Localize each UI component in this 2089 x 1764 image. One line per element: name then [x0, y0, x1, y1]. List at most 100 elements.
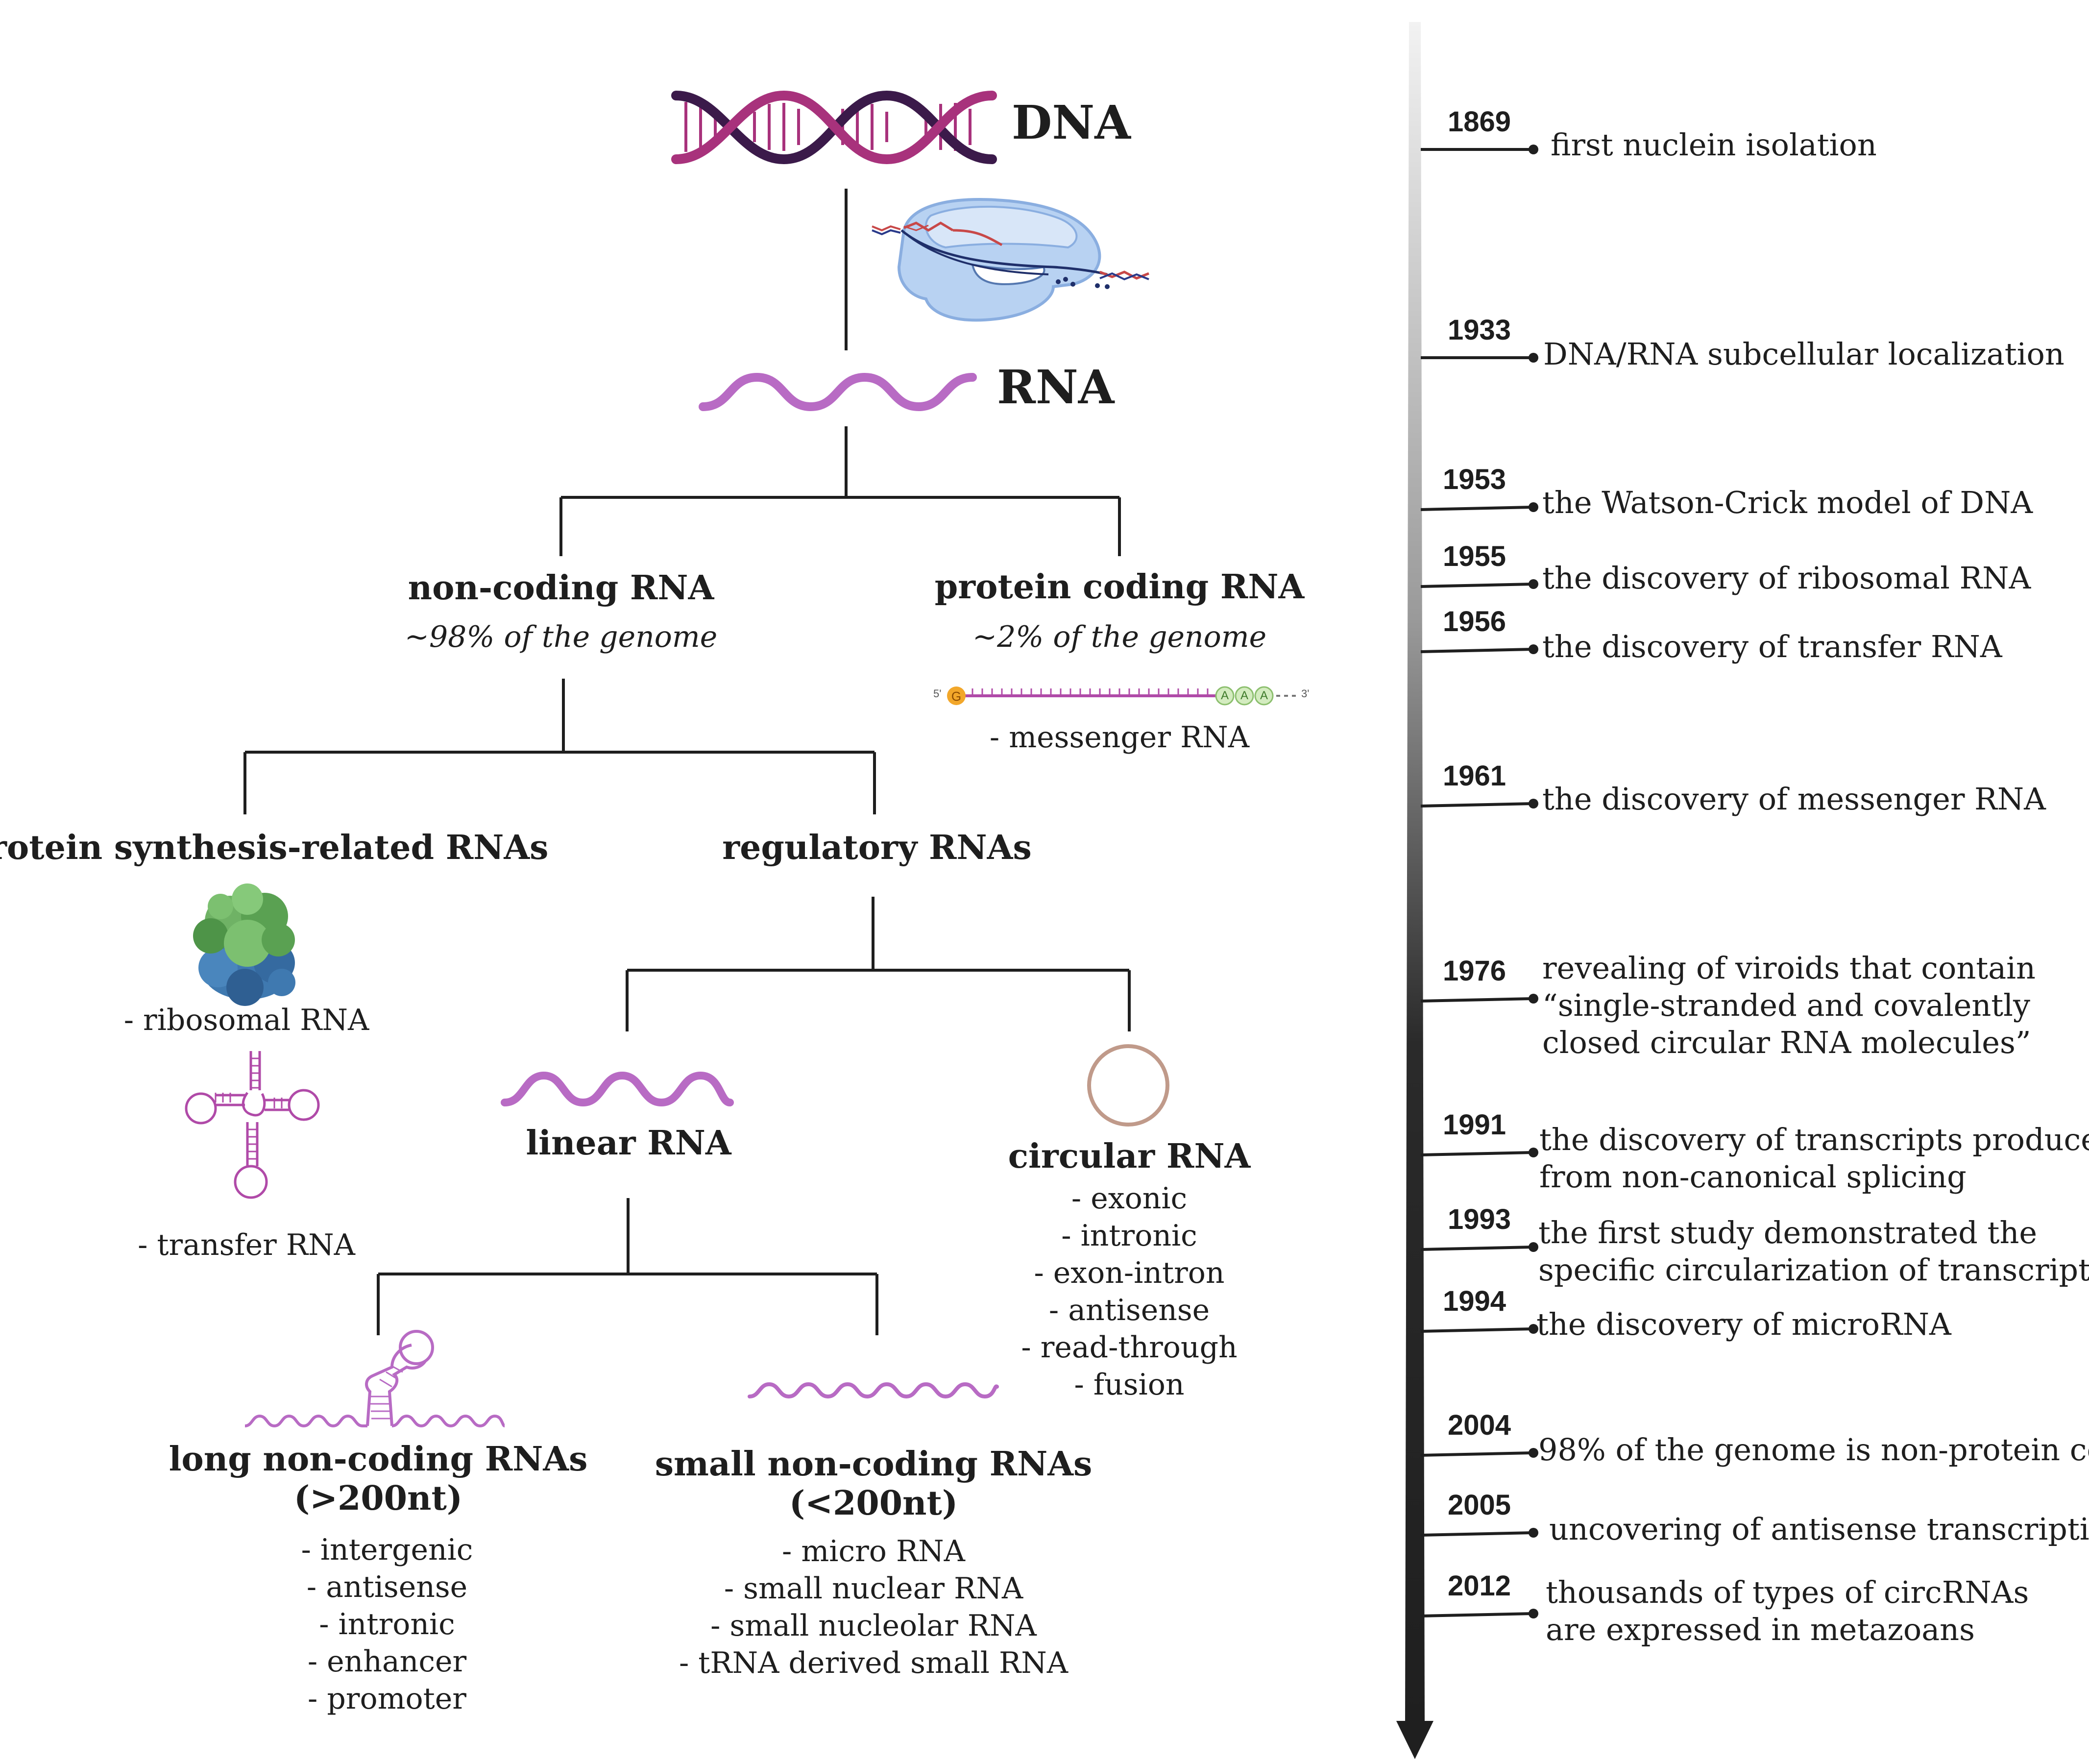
timeline-event-line: the discovery of microRNA — [1536, 1306, 1951, 1342]
small-ncrna-size: (<200nt) — [789, 1484, 958, 1523]
mrna-three-prime: 3' — [1301, 687, 1310, 700]
long-ncrna-item: - intergenic — [301, 1533, 473, 1567]
timeline-event-line: 98% of the genome is non-protein coding — [1538, 1432, 2089, 1468]
timeline-event: the discovery of transfer RNA — [1542, 628, 2002, 665]
linear-rna-title: linear RNA — [526, 1124, 731, 1163]
sncrna-wave-icon — [748, 1382, 999, 1399]
long-ncrna-title: long non-coding RNAs — [169, 1440, 588, 1479]
small-ncrna-item: - tRNA derived small RNA — [679, 1646, 1069, 1680]
timeline-tick — [1420, 648, 1533, 653]
circular-rna-item: - read-through — [1021, 1330, 1238, 1365]
timeline-event-line: first nuclein isolation — [1551, 127, 1877, 163]
timeline-event-line: revealing of viroids that contain — [1542, 950, 2036, 986]
tree-connectors — [243, 189, 1131, 1335]
timeline-tick — [1420, 1531, 1533, 1537]
rna-wave-icon — [699, 372, 977, 412]
small-ncrna-title: small non-coding RNAs — [655, 1445, 1093, 1484]
circular-rna-title: circular RNA — [1008, 1137, 1251, 1176]
timeline-event-line: the discovery of transfer RNA — [1542, 629, 2002, 664]
ribosome-icon — [193, 883, 295, 1006]
timeline-tick — [1420, 802, 1533, 808]
timeline-dot — [1529, 145, 1538, 154]
ribosomal-rna-label: - ribosomal RNA — [123, 1003, 369, 1037]
ribosome-translation-icon — [872, 198, 1149, 322]
rna-label: RNA — [997, 360, 1115, 415]
mrna-cap-label: G — [951, 689, 962, 704]
timeline-ticks — [1420, 145, 1538, 1618]
timeline-year: 1993 — [1448, 1203, 1511, 1235]
timeline-event-line: thousands of types of circRNAs — [1546, 1574, 2029, 1610]
small-ncrna-list: - micro RNA - small nuclear RNA - small … — [679, 1533, 1068, 1682]
timeline-event: the discovery of ribosomal RNA — [1542, 560, 2031, 597]
timeline-event: the discovery of microRNA — [1536, 1306, 1951, 1343]
timeline-dot — [1529, 1324, 1538, 1334]
timeline-event: the Watson-Crick model of DNA — [1542, 484, 2033, 521]
long-ncrna-item: - antisense — [306, 1570, 468, 1604]
timeline-event: 98% of the genome is non-protein coding — [1538, 1431, 2089, 1469]
regulatory-rnas-title: regulatory RNAs — [722, 828, 1032, 867]
mrna-tail-a1: A — [1220, 689, 1229, 702]
small-ncrna-item: - small nuclear RNA — [724, 1571, 1023, 1606]
timeline-dot — [1529, 502, 1538, 512]
circular-rna-item: - exonic — [1071, 1181, 1188, 1216]
timeline-event-line: the discovery of messenger RNA — [1542, 781, 2046, 817]
timeline-tick — [1420, 997, 1533, 1003]
timeline-event-line: DNA/RNA subcellular localization — [1543, 336, 2065, 372]
long-ncrna-list: - intergenic - antisense - intronic - en… — [301, 1531, 473, 1717]
transfer-rna-label: - transfer RNA — [138, 1228, 355, 1262]
protein-synthesis-title: protein synthesis-related RNAs — [0, 828, 549, 867]
timeline-year: 1955 — [1443, 540, 1506, 572]
timeline-event-line: the Watson-Crick model of DNA — [1542, 485, 2033, 520]
timeline-year: 1953 — [1443, 464, 1506, 495]
timeline-year: 2004 — [1448, 1409, 1511, 1441]
circular-rna-item: - intronic — [1061, 1219, 1197, 1253]
timeline-event: uncovering of antisense transcription — [1549, 1511, 2089, 1548]
timeline-dot — [1529, 799, 1538, 808]
timeline-event-line: from non-canonical splicing — [1539, 1159, 1967, 1195]
timeline-dot — [1529, 1242, 1538, 1252]
noncoding-rna-subtitle: ~98% of the genome — [404, 620, 718, 654]
long-ncrna-size: (>200nt) — [293, 1479, 463, 1518]
circular-rna-item: - antisense — [1048, 1293, 1210, 1327]
timeline-dot — [1529, 994, 1538, 1004]
timeline-dot — [1529, 644, 1538, 654]
timeline-dot — [1529, 1609, 1538, 1618]
mrna-strand-icon — [947, 686, 1298, 706]
long-ncrna-item: - intronic — [319, 1607, 455, 1642]
timeline-event-line: the discovery of ribosomal RNA — [1542, 560, 2031, 596]
coding-rna-title: protein coding RNA — [934, 567, 1305, 607]
timeline-dot — [1529, 1148, 1538, 1157]
timeline-tick — [1420, 1327, 1533, 1333]
lncrna-icon — [244, 1330, 506, 1428]
linear-rna-wave-icon — [501, 1071, 734, 1107]
timeline-year: 1961 — [1443, 760, 1506, 792]
timeline-year: 2005 — [1448, 1489, 1511, 1521]
dna-label: DNA — [1012, 96, 1131, 150]
timeline-year: 1976 — [1443, 955, 1506, 987]
timeline-dot — [1529, 579, 1538, 589]
timeline-event-line: closed circular RNA molecules” — [1542, 1025, 2031, 1060]
timeline-event-line: specific circularization of transcripts — [1538, 1252, 2089, 1288]
noncoding-rna-title: non-coding RNA — [408, 568, 714, 608]
long-ncrna-item: - promoter — [308, 1682, 466, 1716]
dna-helix-icon — [671, 90, 997, 165]
timeline-tick — [1420, 506, 1533, 511]
timeline-year: 1933 — [1448, 314, 1511, 346]
circular-rna-item: - exon-intron — [1034, 1256, 1225, 1290]
circular-rna-item: - fusion — [1074, 1368, 1185, 1402]
trna-icon — [185, 1051, 320, 1199]
mrna-tail-a3: A — [1260, 689, 1268, 702]
circular-rna-icon — [1087, 1044, 1169, 1127]
timeline-event-line: uncovering of antisense transcription — [1549, 1511, 2089, 1547]
timeline-event-line: the discovery of transcripts produced — [1539, 1122, 2089, 1157]
timeline-dot — [1529, 353, 1538, 363]
timeline-tick — [1420, 1246, 1533, 1251]
mrna-five-prime: 5' — [933, 687, 942, 700]
timeline-dot — [1529, 1448, 1538, 1458]
timeline-event: revealing of viroids that contain“single… — [1542, 950, 2036, 1061]
